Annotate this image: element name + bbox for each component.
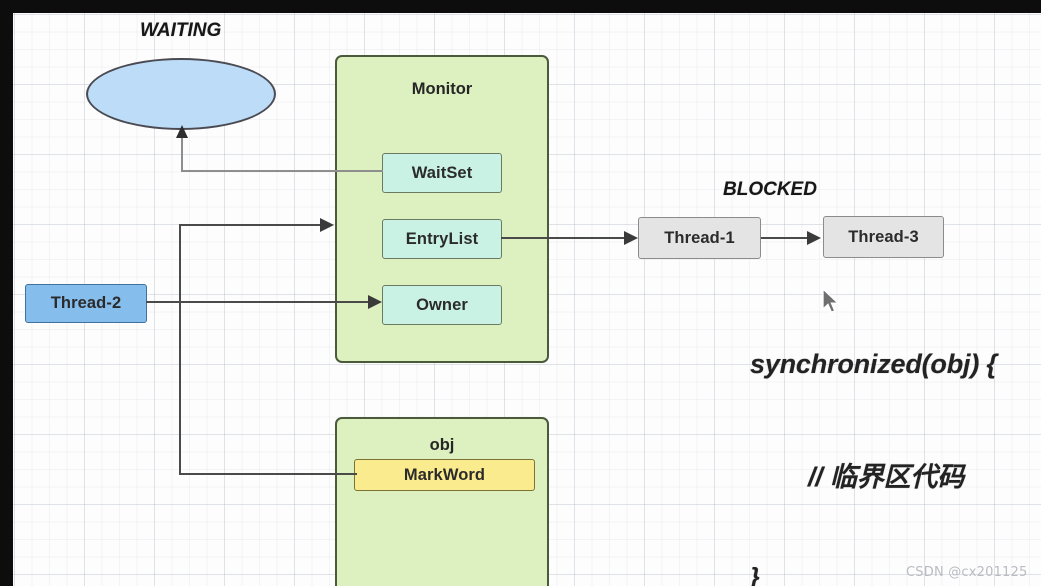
- connector-thread-2-to-owner: [146, 301, 374, 304]
- monitor-slot-entrylist[interactable]: EntryList: [382, 219, 502, 259]
- connector-waitset-to-waiting-vertical: [181, 137, 183, 171]
- obj-box[interactable]: obj: [335, 417, 549, 586]
- state-label-waiting: WAITING: [140, 20, 222, 41]
- state-label-blocked: BLOCKED: [723, 179, 817, 200]
- arrowhead-into-thread-1: [624, 231, 638, 245]
- monitor-slot-entrylist-label: EntryList: [405, 229, 479, 248]
- thread-box-thread-1-label: Thread-1: [664, 228, 735, 247]
- thread-box-thread-2-label: Thread-2: [50, 294, 122, 312]
- connector-thread-1-to-thread-3: [761, 237, 810, 240]
- thread-box-thread-3[interactable]: Thread-3: [823, 216, 944, 258]
- watermark-csdn: CSDN @cx201125: [906, 565, 1028, 580]
- monitor-slot-waitset[interactable]: WaitSet: [382, 153, 502, 193]
- code-line-synchronized: synchronized(obj) {: [750, 349, 997, 379]
- thread-box-thread-3-label: Thread-3: [848, 227, 919, 246]
- waiting-pool-ellipse[interactable]: [86, 58, 276, 130]
- connector-entrylist-to-thread-1: [501, 237, 630, 240]
- obj-slot-markword-label: MarkWord: [403, 465, 486, 484]
- monitor-slot-owner[interactable]: Owner: [382, 285, 502, 325]
- arrowhead-waitset-to-waiting: [175, 125, 188, 138]
- code-line-comment: // 临界区代码: [808, 462, 964, 492]
- arrowhead-into-entrylist: [320, 218, 334, 232]
- monitor-slot-owner-label: Owner: [416, 295, 468, 314]
- monitor-title: Monitor: [411, 80, 473, 98]
- thread-box-thread-2[interactable]: Thread-2: [25, 284, 147, 323]
- monitor-slot-waitset-label: WaitSet: [411, 163, 473, 182]
- arrowhead-into-thread-3: [807, 231, 821, 245]
- connector-markword-to-entrylist-bottom: [179, 473, 357, 476]
- mouse-pointer-icon: [822, 288, 840, 314]
- code-line-closing-brace: }: [750, 563, 760, 586]
- obj-slot-markword[interactable]: MarkWord: [354, 459, 535, 491]
- arrowhead-into-owner: [368, 295, 382, 309]
- connector-markword-to-entrylist-vertical: [179, 224, 182, 475]
- obj-title: obj: [429, 436, 455, 454]
- connector-waitset-to-waiting-horizontal: [181, 170, 383, 172]
- diagram-canvas: WAITING Monitor WaitSet EntryList Owner …: [13, 13, 1041, 586]
- connector-markword-to-entrylist-top: [179, 224, 323, 227]
- thread-box-thread-1[interactable]: Thread-1: [638, 217, 761, 259]
